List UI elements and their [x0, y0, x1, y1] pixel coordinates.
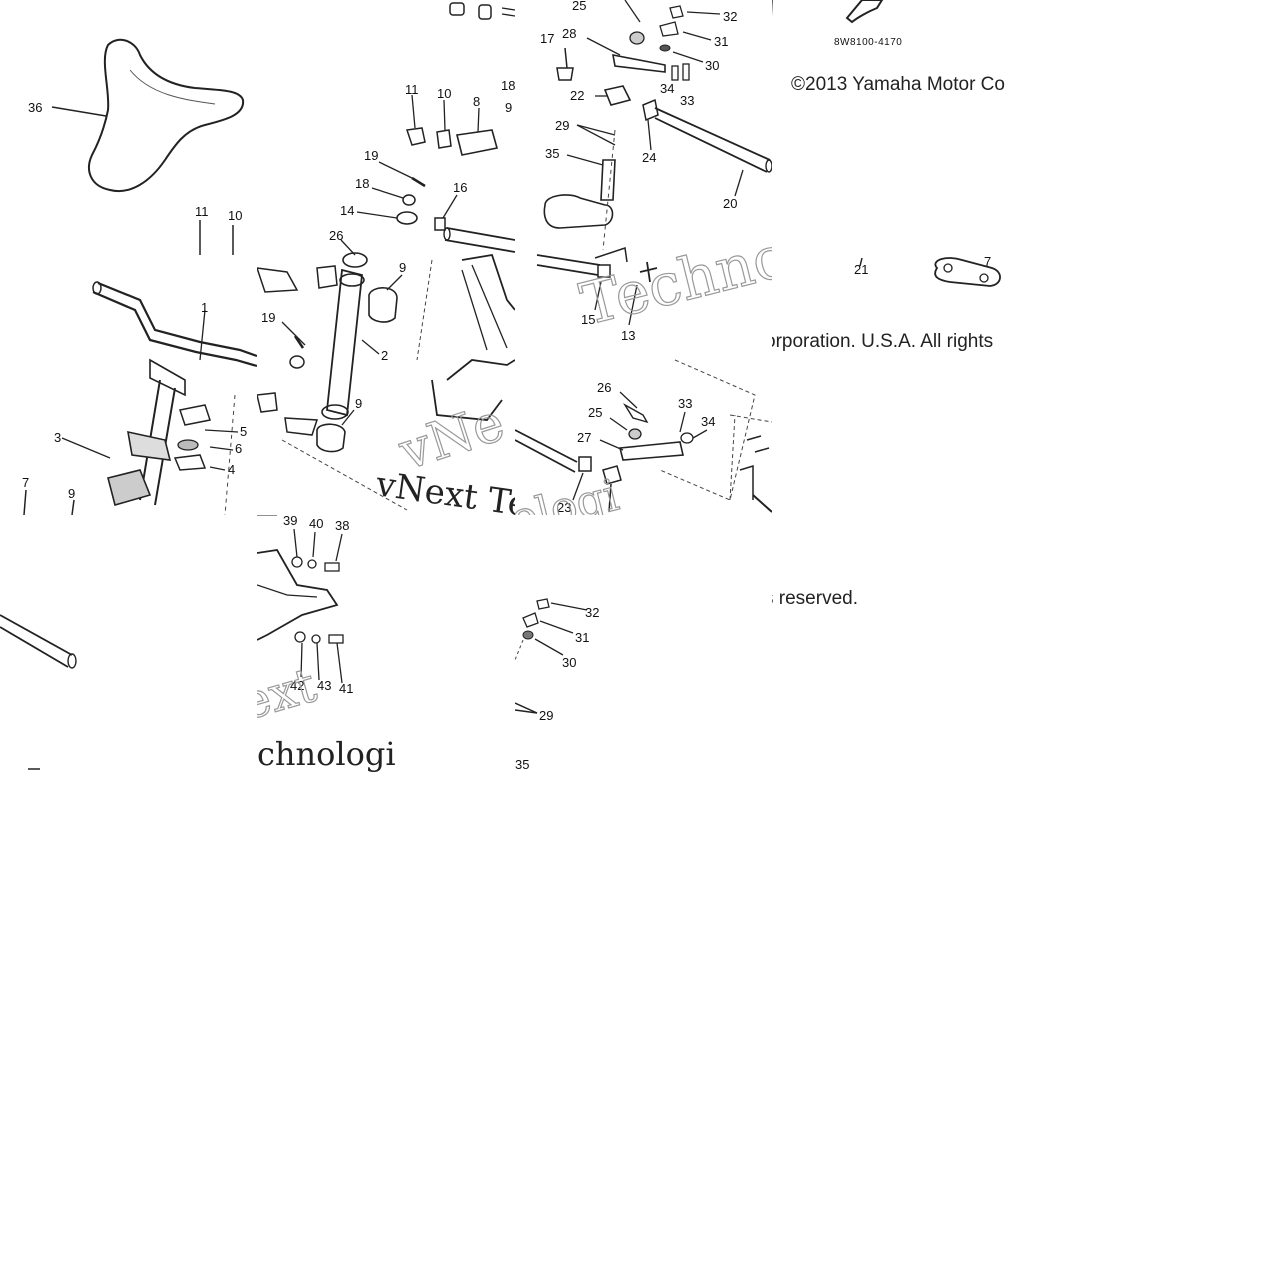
copyright-line-2: orporation. U.S.A. All rights [772, 331, 994, 352]
callout-15: 15 [581, 312, 595, 327]
watermark-text-b: Technc [574, 222, 772, 338]
copyright-line-3: s reserved. [772, 588, 858, 609]
callout-30a: 30 [705, 58, 719, 73]
callout-9d: 9 [355, 396, 362, 411]
watermark-text-d: ext [257, 657, 322, 731]
callout-17: 17 [540, 31, 554, 46]
callout-36: 36 [28, 100, 42, 115]
callout-29b: 29 [539, 708, 553, 723]
steering-column-drawing: 11 10 8 18 9 19 18 14 16 [257, 2, 515, 515]
callout-5: 5 [240, 424, 247, 439]
callout-8: 8 [473, 94, 480, 109]
tile-shaft-lower [0, 515, 257, 772]
callout-34a: 34 [660, 81, 674, 96]
tile-tie-rods: 25 32 31 30 28 17 22 34 33 29 [515, 0, 772, 515]
callout-10a: 10 [228, 208, 242, 223]
callout-32b: 32 [585, 605, 599, 620]
callout-29a: 29 [555, 118, 569, 133]
callout-35a: 35 [545, 146, 559, 161]
tile-linkage-lower: 32 31 30 29 35 [515, 515, 772, 772]
callout-1: 1 [201, 300, 208, 315]
callout-35b: 35 [515, 757, 529, 772]
callout-9b: 9 [505, 100, 512, 115]
callout-20: 20 [723, 196, 737, 211]
callout-38: 38 [335, 518, 349, 533]
callout-43: 43 [317, 678, 331, 693]
callout-11a: 11 [195, 204, 209, 219]
watermark-text-f: ologi [515, 470, 624, 515]
callout-24: 24 [642, 150, 656, 165]
callout-30b: 30 [562, 655, 576, 670]
callout-34b: 34 [701, 414, 715, 429]
copyright-line-1: ©2013 Yamaha Motor Co [791, 74, 1005, 95]
callout-33a: 33 [680, 93, 694, 108]
tile-copyright-end: s reserved. [772, 515, 1030, 772]
callout-9a: 9 [68, 486, 75, 501]
callout-19b: 19 [261, 310, 275, 325]
part-code: 8W8100-4170 [834, 37, 902, 48]
callout-23: 23 [557, 500, 571, 515]
callout-3: 3 [54, 430, 61, 445]
callout-26b: 26 [597, 380, 611, 395]
callout-27: 27 [577, 430, 591, 445]
callout-14: 14 [340, 203, 354, 218]
callout-7b: 7 [984, 254, 991, 269]
callout-4: 4 [228, 462, 235, 477]
tile-handlebar: 36 11 10 1 3 [0, 0, 257, 515]
callout-42: 42 [290, 678, 304, 693]
callout-18b: 18 [355, 176, 369, 191]
callout-16: 16 [453, 180, 467, 195]
callout-25a: 25 [572, 0, 586, 13]
callout-31a: 31 [714, 34, 728, 49]
callout-31b: 31 [575, 630, 589, 645]
callout-19a: 19 [364, 148, 378, 163]
callout-22: 22 [570, 88, 584, 103]
shaft-lower-drawing [0, 614, 77, 770]
callout-13b: 13 [621, 328, 635, 343]
callout-32a: 32 [723, 9, 737, 24]
callout-41: 41 [339, 681, 353, 696]
handlebar-drawing: 36 11 10 1 3 [22, 38, 257, 515]
callout-39: 39 [283, 515, 297, 528]
callout-28: 28 [562, 26, 576, 41]
callout-10b: 10 [437, 86, 451, 101]
header-drawing: 12 8W8100-4170 21 7 [772, 0, 1001, 287]
callout-21: 21 [854, 262, 868, 277]
callout-11b: 11 [405, 82, 419, 97]
linkage-lower-drawing: 32 31 30 29 35 [515, 598, 599, 772]
watermark-text-c: chnologi [257, 735, 396, 772]
tie-rod-drawing: 25 32 31 30 28 17 22 34 33 29 [515, 0, 772, 515]
tile-steering-column: 11 10 8 18 9 19 18 14 16 [257, 0, 515, 515]
callout-9c: 9 [399, 260, 406, 275]
callout-6: 6 [235, 441, 242, 456]
callout-25b: 25 [588, 405, 602, 420]
callout-33b: 33 [678, 396, 692, 411]
frame-lower-drawing: 37 39 40 38 42 43 41 ext chnologi [257, 515, 396, 772]
callout-18a: 18 [501, 78, 515, 93]
watermark-text-a: vNext Te [373, 464, 515, 515]
tile-header: 12 8W8100-4170 21 7 ©2013 Yamaha Motor C… [772, 0, 1030, 515]
callout-40: 40 [309, 516, 323, 531]
watermark-text-e: vNe [392, 393, 512, 483]
callout-2: 2 [381, 348, 388, 363]
callout-26a: 26 [329, 228, 343, 243]
tile-frame-lower: 37 39 40 38 42 43 41 ext chnologi [257, 515, 515, 772]
callout-7: 7 [22, 475, 29, 490]
